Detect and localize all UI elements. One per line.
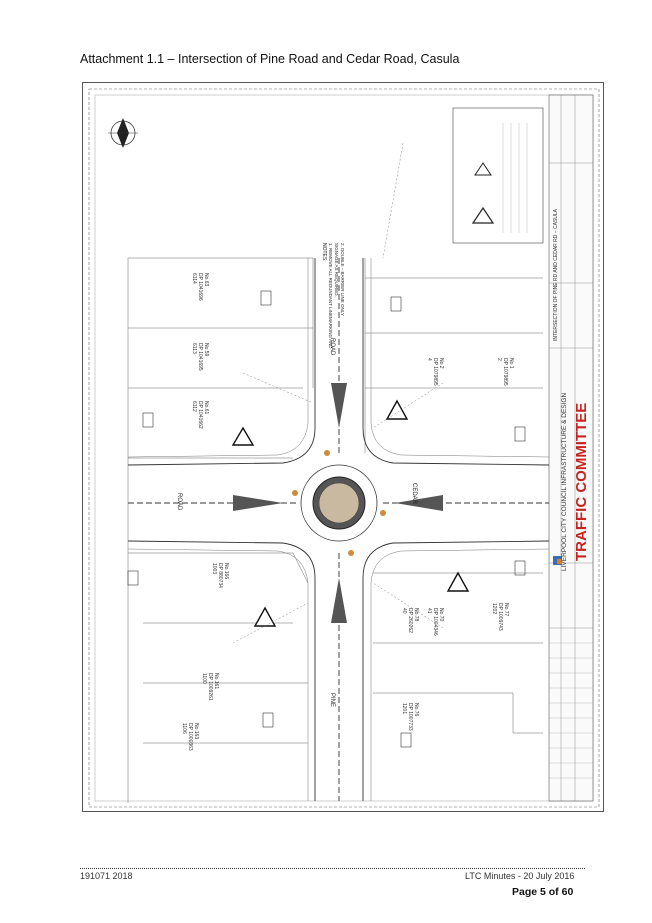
roundabout bbox=[300, 464, 378, 542]
svg-text:DP 1079895: DP 1079895 bbox=[502, 358, 508, 386]
footer-minutes-date: LTC Minutes - 20 July 2016 bbox=[465, 871, 575, 881]
svg-text:1. REMOVE ALL REDUNDANT LINEMA: 1. REMOVE ALL REDUNDANT LINEMARKING AND bbox=[328, 243, 333, 349]
svg-text:NOTES:: NOTES: bbox=[321, 243, 327, 262]
svg-text:2. DOUBLE – BARRIER LINE ONLY: 2. DOUBLE – BARRIER LINE ONLY bbox=[340, 243, 345, 316]
svg-text:No.77: No.77 bbox=[503, 603, 509, 617]
engineering-drawing: TRAFFIC COMMITTEE LIVERPOOL CITY COUNCIL… bbox=[82, 82, 604, 812]
road-label-north: ROAD bbox=[329, 338, 335, 356]
splitter-islands bbox=[233, 383, 443, 623]
svg-text:DP 1009261: DP 1009261 bbox=[207, 673, 213, 701]
page-title: Attachment 1.1 – Intersection of Pine Ro… bbox=[80, 52, 460, 66]
pine-road-label: PINE bbox=[329, 693, 335, 707]
lot-label: 1201 bbox=[401, 703, 407, 714]
lot-label: 1100 bbox=[201, 673, 207, 684]
footer-reference: 191071 2018 bbox=[80, 871, 133, 881]
lot-label: 40 bbox=[401, 608, 407, 614]
council-name: LIVERPOOL CITY COUNCIL INFRASTRUCTURE & … bbox=[561, 393, 568, 571]
svg-text:SIGNAGE AS REQUIRED.: SIGNAGE AS REQUIRED. bbox=[334, 243, 339, 297]
svg-text:No.78: No.78 bbox=[413, 608, 419, 622]
lot-label: 1202 bbox=[491, 603, 497, 614]
north-arrow-icon bbox=[108, 118, 138, 148]
lot-label: 41 bbox=[426, 608, 432, 614]
svg-text:No.70: No.70 bbox=[438, 608, 444, 622]
lot-label: 2 bbox=[496, 358, 502, 361]
traffic-committee-banner: TRAFFIC COMMITTEE bbox=[573, 403, 590, 561]
svg-text:No.59: No.59 bbox=[203, 343, 209, 357]
drawing-border bbox=[94, 94, 594, 802]
svg-text:No.166: No.166 bbox=[223, 563, 229, 579]
svg-text:DP 1007733: DP 1007733 bbox=[407, 703, 413, 731]
drawing-notes: NOTES: 1. REMOVE ALL REDUNDANT LINEMARKI… bbox=[321, 243, 345, 349]
page-number: Page 5 of 60 bbox=[512, 886, 574, 898]
svg-text:No.2: No.2 bbox=[438, 358, 444, 369]
svg-text:DP 1041696: DP 1041696 bbox=[197, 273, 203, 301]
warning-sign-icons bbox=[231, 399, 470, 627]
lot-label: 1003 bbox=[211, 563, 217, 574]
pine-road bbox=[127, 258, 550, 801]
svg-text:DP 1041662: DP 1041662 bbox=[197, 401, 203, 429]
lot-label: 1106 bbox=[181, 723, 187, 734]
svg-text:No.163: No.163 bbox=[193, 723, 199, 739]
title-block bbox=[548, 94, 594, 802]
svg-text:No.61: No.61 bbox=[203, 401, 209, 415]
lot-label: 6113 bbox=[191, 343, 197, 354]
intersection-plan: TRAFFIC COMMITTEE LIVERPOOL CITY COUNCIL… bbox=[88, 88, 600, 808]
svg-text:No.161: No.161 bbox=[213, 673, 219, 689]
svg-text:DP 260262: DP 260262 bbox=[407, 608, 413, 633]
legend-box bbox=[452, 107, 544, 244]
drawing-title: INTERSECTION OF PINE RD AND CEDAR RD – C… bbox=[553, 208, 559, 341]
svg-text:No.1: No.1 bbox=[508, 358, 514, 369]
svg-text:DP 1009743: DP 1009743 bbox=[497, 603, 503, 631]
inner-border bbox=[88, 88, 600, 808]
lot-label: 6114 bbox=[191, 273, 197, 284]
svg-text:DP 880734: DP 880734 bbox=[217, 563, 223, 588]
svg-text:DP 1041695: DP 1041695 bbox=[197, 343, 203, 371]
road-label-west: ROAD bbox=[176, 493, 182, 511]
give-way-markers bbox=[292, 450, 386, 556]
svg-text:DP 1004346: DP 1004346 bbox=[432, 608, 438, 636]
svg-text:DP 1000363: DP 1000363 bbox=[187, 723, 193, 751]
lot-label: 6112 bbox=[191, 401, 197, 412]
svg-text:No.63: No.63 bbox=[203, 273, 209, 287]
svg-text:DP 1079895: DP 1079895 bbox=[432, 358, 438, 386]
svg-text:No.76: No.76 bbox=[413, 703, 419, 717]
utility-pits bbox=[127, 290, 526, 748]
lot-label: 4 bbox=[426, 358, 432, 361]
cedar-road-label: CEDAR bbox=[411, 483, 417, 505]
lot-labels: 6114 DP 1041696 No.63 6113 DP 1041695 No… bbox=[181, 273, 514, 751]
footer-divider bbox=[80, 868, 585, 869]
